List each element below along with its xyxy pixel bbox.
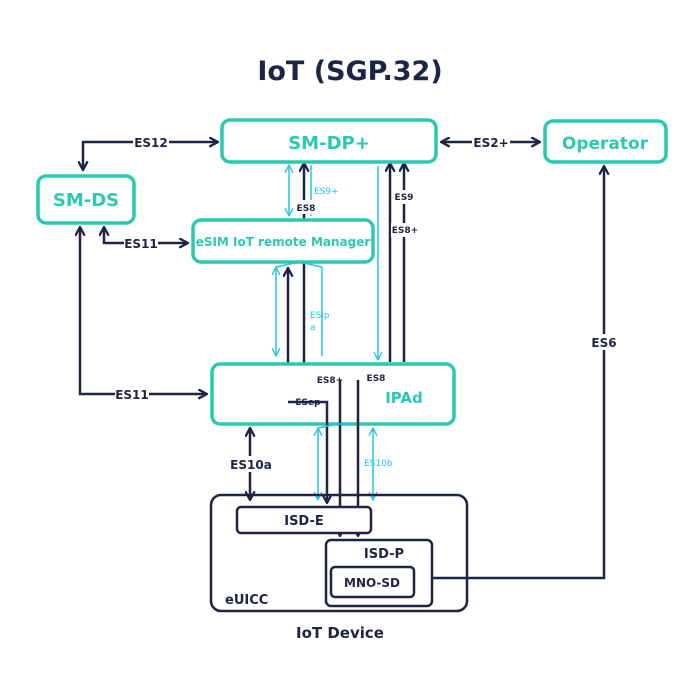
euicc-container: eUICC [209,493,469,613]
es8-ipad-label: ES8 [367,374,386,384]
ipad-node[interactable]: IPAd ES8+ ES8 ESep [210,362,456,426]
euicc-label: eUICC [225,593,268,608]
es9-label: ES9 [395,193,414,203]
es6-connector [420,166,604,578]
es12-connector [83,142,218,170]
isde-node[interactable]: ISD-E [235,505,373,535]
eim-node[interactable]: eSIM IoT remote Manager [191,218,375,264]
isdp-label: ISD-P [364,547,404,562]
es8plus-label: ES8+ [392,226,418,236]
es11-eim-label: ES11 [124,237,158,251]
es9plus-label: ES9+ [314,187,339,197]
es10a-label: ES10a [230,458,272,472]
smds-node[interactable]: SM-DS [36,174,136,225]
mnosd-label: MNO-SD [344,576,400,590]
es10b-label: ES10b [364,459,393,469]
eim-label: eSIM IoT remote Manager [196,235,371,249]
es8plus-ipad-label: ES8+ [317,376,343,386]
es12-label: ES12 [134,136,168,150]
esipa-label-2: a [310,323,316,333]
operator-label: Operator [562,134,649,154]
smdp-label: SM-DP+ [288,133,370,154]
ipad-label: IPAd [385,389,423,407]
mnosd-node[interactable]: MNO-SD [329,565,416,599]
es11-ipad-connector [80,227,207,394]
smdp-node[interactable]: SM-DP+ [220,118,438,164]
es8-label: ES8 [297,204,316,214]
esipa-label-1: ESip [310,311,330,321]
operator-node[interactable]: Operator [543,119,668,164]
iot-device-label: IoT Device [296,624,384,642]
esep-ipad-isde-connector [288,400,327,503]
isde-label: ISD-E [284,514,324,529]
smds-label: SM-DS [53,190,119,211]
es6-label: ES6 [591,336,616,350]
es11-ipad-label: ES11 [115,388,149,402]
es2plus-label: ES2+ [473,136,508,150]
diagram-title: IoT (SGP.32) [257,56,442,87]
